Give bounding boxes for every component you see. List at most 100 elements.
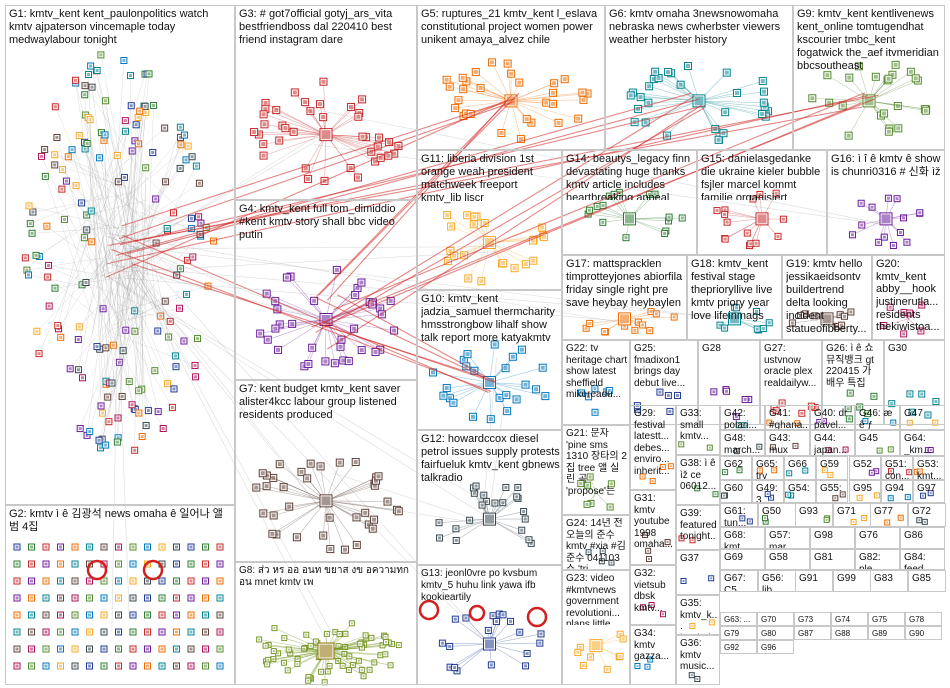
group-label-g11: G11: liberia division 1st orange weah pr… [421,153,560,205]
group-label-g7: G7: kent budget kmtv_kent saver alister4… [239,383,415,422]
group-cell-g39: G39: featured tonight... [676,505,720,550]
group-label-g34: G34: kmtv gazza... [634,628,674,663]
group-label-g28: G28 [702,343,758,355]
group-label-g46: G46: æ ê ƒ [859,408,898,429]
group-label-g62: G62 [724,459,750,471]
group-cell-g73: G73 [794,612,831,626]
group-cell-g37: G37 [676,550,720,595]
group-label-g20: G20: kmtv_kent abby__hook justinerutla..… [876,258,943,334]
group-cell-g3: G3: # got7official gotyj_ars_vita bestfr… [235,5,417,200]
group-label-g21: G21: 문자 'pine sms 1310 장타의 2집 tree 앨 실린 … [566,428,628,497]
group-cell-g95: G95 [849,480,881,503]
group-cell-g67: G67: C5 [720,570,758,592]
group-label-g31: G31: kmtv youtube 1998 omaha... [634,493,674,551]
group-label-g57: G57: mar... [769,530,808,548]
group-cell-g32: G32: vietsub dbsk kmtv... [630,565,676,625]
group-cell-g85: G85 [908,570,946,592]
group-cell-g68: G68: kmt... [720,527,765,549]
group-label-g8: G8: ส่ว หร ออ อนท ขยาส งข อความทก อน mne… [239,565,415,589]
group-cell-g41: G41: #ghana... [765,405,810,430]
group-label-g41: G41: #ghana... [769,408,808,429]
group-label-g6: G6: kmtv omaha 3newsnowomaha nebraska ne… [609,8,791,47]
group-cell-g1: G1: kmtv_kent kent_paulonpolitics watch … [5,5,235,505]
group-label-g1: G1: kmtv_kent kent_paulonpolitics watch … [9,8,233,47]
group-label-g90: G90 [909,629,940,638]
group-cell-g35: G35: kmtv_k... barthol... [676,595,720,635]
group-label-g50: G50 [762,506,794,518]
group-label-g13: G13: jeonl0vre po kvsbum kmtv_5 huhu lin… [421,568,560,603]
group-cell-g86: G86 [900,527,945,549]
group-label-g60: G60 [724,483,750,495]
group-label-g36: G36: kmtv music... [680,638,718,673]
group-cell-g42: G42: polari... [720,405,765,430]
group-label-g39: G39: featured tonight... [680,508,718,549]
group-cell-g21: G21: 문자 'pine sms 1310 장타의 2집 tree 앨 실린 … [562,425,630,515]
group-cell-g58: G58 [765,549,810,570]
group-cell-g63: G63: ... [720,612,757,626]
group-label-g99: G99 [837,573,869,585]
group-cell-g33: G33: small kmtv... [676,405,720,455]
group-label-g96: G96 [761,643,792,652]
group-cell-g5: G5: ruptures_21 kmtv_kent l_eslava const… [417,5,605,150]
group-label-g76: G76 [859,530,898,542]
group-label-g70: G70 [761,615,792,624]
group-cell-g53: G53: kmt... [913,456,945,480]
group-label-g77: G77 [874,506,906,518]
group-label-g64: G64: _km... [904,433,943,455]
group-label-g92: G92 [724,643,755,652]
group-label-g54: G54: ... [788,483,814,502]
group-label-g44: G44: japan... [814,433,853,455]
group-cell-g94: G94 [881,480,913,503]
group-label-g88: G88 [835,629,866,638]
group-label-g58: G58 [769,552,808,564]
group-label-g55: G55: ... [820,483,846,502]
group-cell-g91: G91 [795,570,833,592]
group-cell-g2: G2: kmtv ì ê 김광석 news omaha ê 일어나 앨범 4집 [5,505,235,685]
group-cell-g82: G82: ple... [855,549,900,570]
group-label-g80: G80 [761,629,792,638]
group-label-g86: G86 [904,530,943,542]
group-label-g66: G66 [788,459,814,471]
group-cell-g22: G22: tv heritage chart show latest sheff… [562,340,630,425]
group-label-g9: G9: kmtv_kent kentlivenews kent_online t… [797,8,943,73]
group-label-g23: G23: video #kmtvnews government revoluti… [566,573,628,625]
group-label-g14: G14: beautys_legacy finn devastating hug… [566,153,695,200]
group-label-g82: G82: ple... [859,552,898,569]
group-label-g78: G78 [909,615,940,624]
group-label-g16: G16: ì î ê kmtv ê show is chunri0316 # 신… [831,153,943,179]
group-label-g56: G56: lib... [762,573,794,591]
group-cell-g84: G84: feed [900,549,945,570]
group-cell-g49: G49: 3... [752,480,784,503]
group-cell-g65: G65: try [752,456,784,480]
group-cell-g96: G96 [757,640,794,654]
group-label-g52: G52 [853,459,879,471]
group-label-g53: G53: kmt... [917,459,943,479]
group-cell-g61: G61: tun... [720,503,758,527]
group-cell-g77: G77 [870,503,908,527]
group-label-g98: G98 [814,530,853,542]
group-label-g3: G3: # got7official gotyj_ars_vita bestfr… [239,8,415,47]
group-cell-g17: G17: mattspracklen timprotteyjones abior… [562,255,687,340]
group-cell-g69: G69 [720,549,765,570]
group-label-g32: G32: vietsub dbsk kmtv... [634,568,674,614]
group-cell-g64: G64: _km... [900,430,945,456]
group-cell-g7: G7: kent budget kmtv_kent saver alister4… [235,380,417,562]
group-label-g81: G81 [814,552,853,564]
group-label-g12: G12: howardccox diesel petrol issues sup… [421,433,560,485]
group-cell-g81: G81 [810,549,855,570]
group-label-g47: G47 [904,408,943,420]
group-cell-g47: G47 [900,405,945,430]
group-label-g10: G10: kmtv_kent jadzia_samuel thermcharit… [421,293,560,345]
group-cell-g23: G23: video #kmtvnews government revoluti… [562,570,630,685]
group-label-g73: G73 [798,615,829,624]
group-label-g68: G68: kmt... [724,530,763,548]
group-cell-g31: G31: kmtv youtube 1998 omaha... [630,490,676,565]
group-label-g29: G29: festival latestt... debes... enviro… [634,408,674,477]
group-label-g94: G94 [885,483,911,495]
group-cell-g76: G76 [855,527,900,549]
group-cell-g14: G14: beautys_legacy finn devastating hug… [562,150,697,255]
group-label-g17: G17: mattspracklen timprotteyjones abior… [566,258,685,310]
group-cell-g19: G19: kmtv hello jessikaeidsontv buildert… [782,255,872,340]
group-cell-g62: G62 [720,456,752,480]
group-cell-g29: G29: festival latestt... debes... enviro… [630,405,676,490]
